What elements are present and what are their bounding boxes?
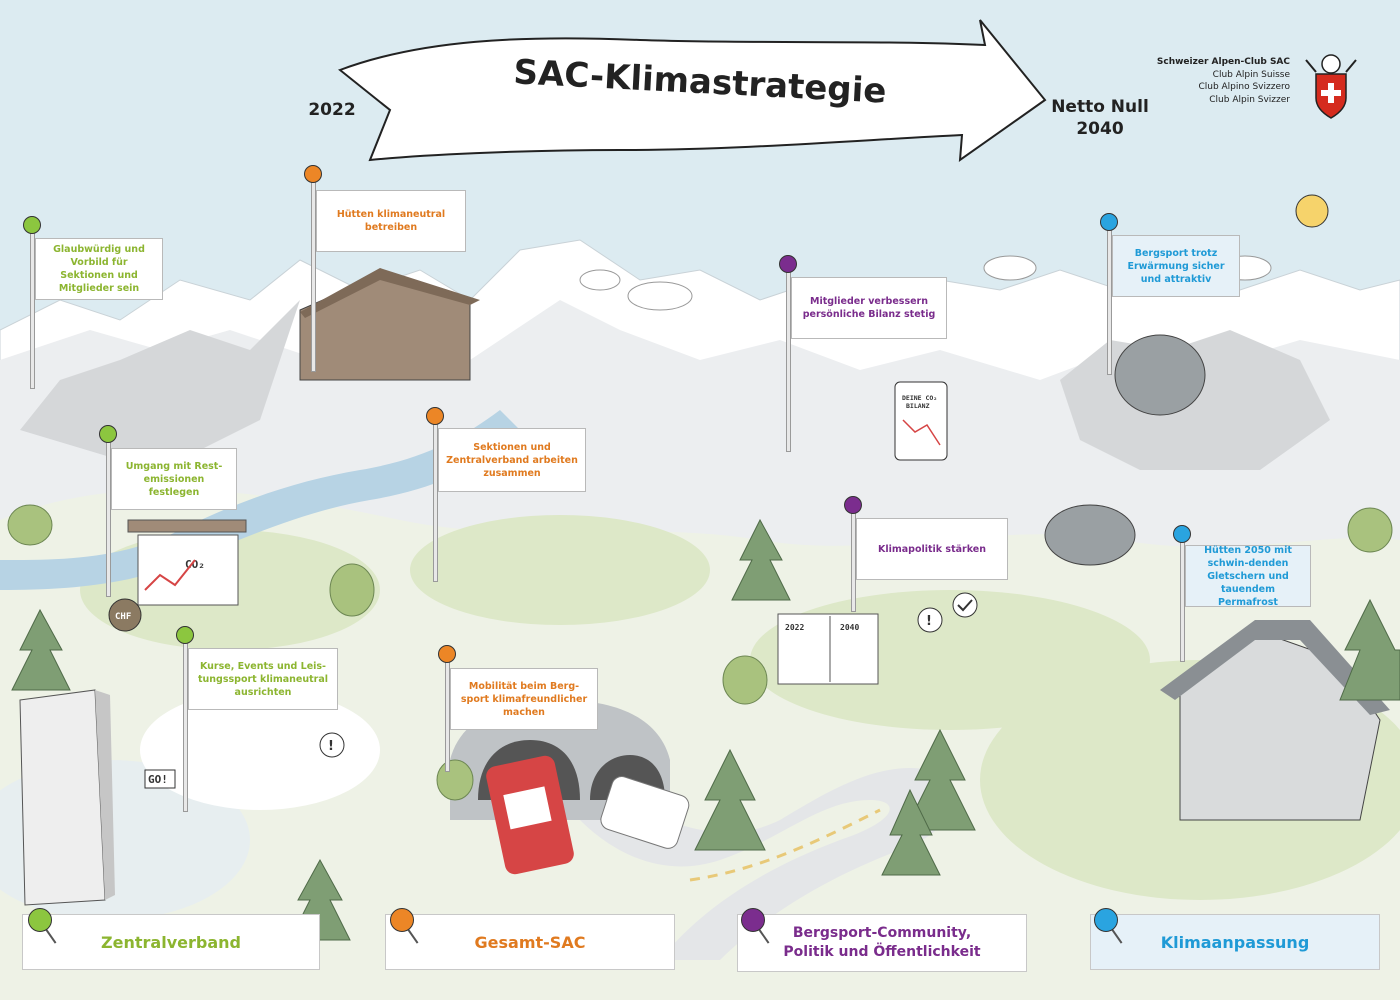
org-line-4: Club Alpin Svizzer	[1209, 94, 1290, 105]
flag-mobilitaet: Mobilität beim Berg-sport klimafreundlic…	[450, 668, 598, 730]
green-pin-icon	[176, 626, 194, 644]
bilanz-line-2: BILANZ	[906, 402, 930, 410]
blue-pin-icon	[1173, 525, 1191, 543]
flag-sektionen-zusammen: Sektionen und Zentralverband arbeiten zu…	[438, 428, 586, 492]
legend-community: Bergsport-Community, Politik und Öffentl…	[737, 914, 1027, 972]
legend-community-line-1: Bergsport-Community,	[792, 925, 972, 941]
purple-pin-icon	[741, 908, 765, 932]
green-pin-icon	[28, 908, 52, 932]
organization-name: Schweizer Alpen-Club SAC Club Alpin Suis…	[1150, 56, 1290, 106]
bilanz-line-1: DEINE CO₂	[902, 394, 937, 402]
flag-huetten-2050: Hütten 2050 mit schwin-denden Gletschern…	[1185, 545, 1311, 608]
chf-label: CHF	[115, 612, 131, 622]
title-arrow-banner	[338, 19, 1047, 163]
flag-restemissionen: Umgang mit Rest-emissionen festlegen	[111, 448, 237, 510]
goal-label: Netto Null 2040	[1050, 96, 1150, 140]
legend-community-line-2: Politik und Öffentlichkeit	[783, 944, 981, 960]
org-line-1: Schweizer Alpen-Club SAC	[1156, 57, 1290, 67]
legend-gesamt-sac-label: Gesamt-SAC	[474, 932, 586, 952]
flag-klimapolitik: Klimapolitik stärken	[856, 518, 1008, 580]
orange-pin-icon	[304, 165, 322, 183]
flag-huetten-klimaneutral: Hütten klimaneutral betreiben	[316, 190, 466, 252]
org-line-2: Club Alpin Suisse	[1212, 69, 1290, 80]
legend-klimaanpassung: Klimaanpassung	[1090, 914, 1380, 970]
blue-pin-icon	[1094, 908, 1118, 932]
green-pin-icon	[99, 425, 117, 443]
flag-bergsport-sicher: Bergsport trotz Erwärmung sicher und att…	[1112, 235, 1240, 297]
board-year-1: 2022	[785, 623, 804, 632]
orange-pin-icon	[438, 645, 456, 663]
purple-pin-icon	[779, 255, 797, 273]
legend-community-label: Bergsport-Community, Politik und Öffentl…	[783, 924, 980, 962]
blue-pin-icon	[1100, 213, 1118, 231]
svg-text:!: !	[328, 739, 334, 754]
goal-line-1: Netto Null	[1051, 97, 1149, 117]
start-year: 2022	[308, 100, 356, 120]
svg-text:!: !	[926, 614, 932, 629]
legend-gesamt-sac: Gesamt-SAC	[385, 914, 675, 970]
orange-pin-icon	[390, 908, 414, 932]
green-pin-icon	[23, 216, 41, 234]
sac-crest-logo	[1305, 54, 1357, 119]
flag-persoenliche-bilanz: Mitglieder verbessern persönliche Bilanz…	[791, 277, 947, 339]
flag-vorbild: Glaubwürdig und Vorbild für Sektionen un…	[35, 238, 163, 300]
legend-zentralverband: Zentralverband	[22, 914, 320, 970]
legend-zentralverband-label: Zentralverband	[101, 932, 241, 952]
orange-pin-icon	[426, 407, 444, 425]
purple-pin-icon	[844, 496, 862, 514]
legend-klimaanpassung-label: Klimaanpassung	[1160, 932, 1310, 952]
org-line-3: Club Alpino Svizzero	[1198, 82, 1290, 92]
flag-kurse-events: Kurse, Events und Leis-tungssport kliman…	[188, 648, 338, 710]
goal-line-2: 2040	[1076, 119, 1124, 139]
board-year-2: 2040	[840, 623, 859, 632]
go-sign-label: GO!	[148, 773, 168, 786]
